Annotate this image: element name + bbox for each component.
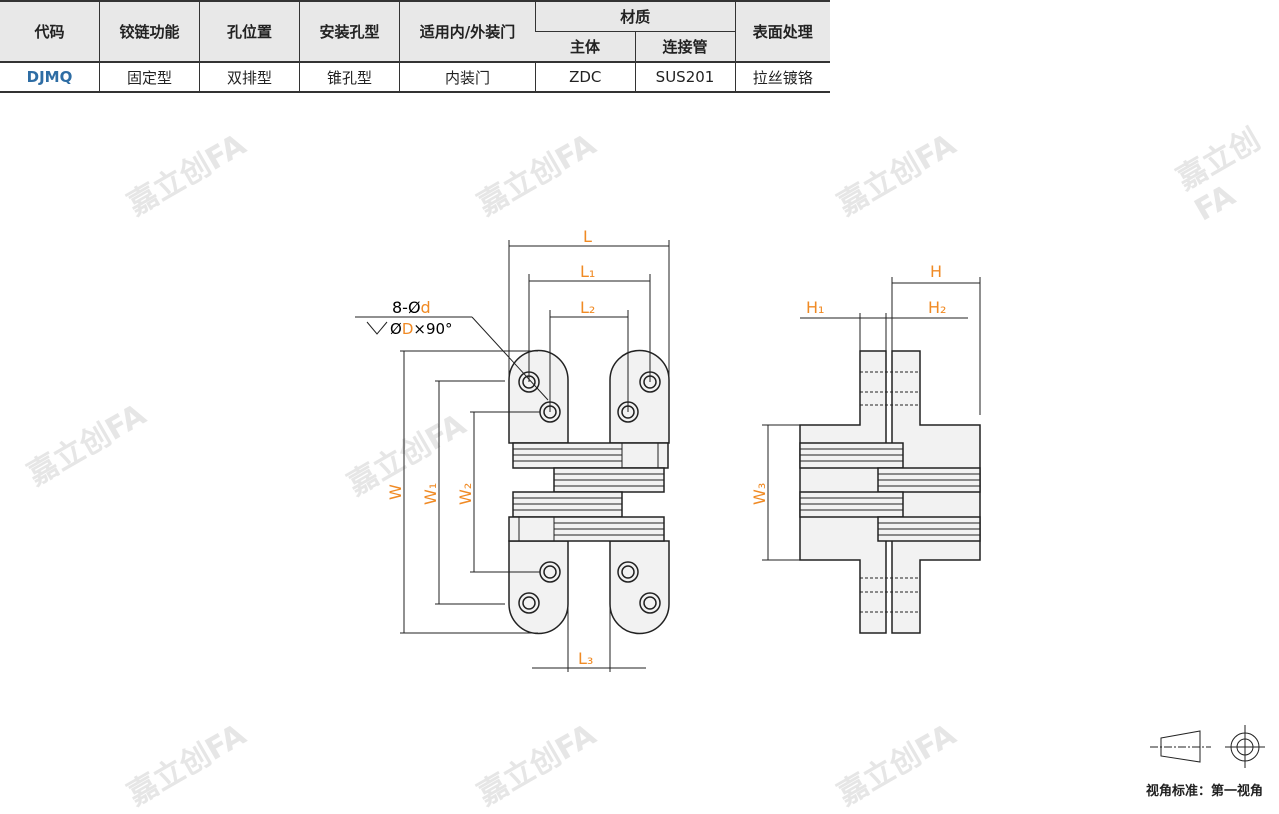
- label-L1: L₁: [580, 262, 595, 281]
- cell-tube: SUS201: [634, 61, 735, 93]
- table-row: DJMQ 固定型 双排型 锥孔型 内装门 ZDC SUS201 拉丝镀铬: [0, 61, 830, 93]
- header-body: 主体: [535, 31, 635, 62]
- header-surface: 表面处理: [734, 0, 830, 62]
- label-W2: W₂: [456, 483, 475, 505]
- cell-door-type: 内装门: [399, 61, 536, 93]
- front-view: [508, 349, 670, 635]
- cell-hole-type: 锥孔型: [299, 61, 400, 93]
- cell-body: ZDC: [535, 61, 635, 93]
- svg-text:8-Ød: 8-Ød: [392, 298, 431, 317]
- header-hole-type: 安装孔型: [299, 0, 400, 62]
- label-H: H: [930, 262, 942, 281]
- label-csk-suffix: ×90°: [413, 320, 452, 338]
- header-hole-position: 孔位置: [199, 0, 300, 62]
- cell-code: DJMQ: [0, 61, 100, 93]
- label-csk-D: D: [402, 320, 414, 338]
- header-code: 代码: [0, 0, 100, 62]
- first-angle-projection-icon: [1150, 725, 1265, 768]
- header-door-type: 适用内/外装门: [399, 0, 536, 62]
- label-H2: H₂: [928, 298, 946, 317]
- spec-table: 代码 铰链功能 孔位置 安装孔型 适用内/外装门 材质 表面处理 主体 连接管 …: [0, 0, 830, 93]
- label-hole-d: d: [421, 298, 431, 317]
- cell-function: 固定型: [99, 61, 200, 93]
- label-L: L: [583, 227, 592, 246]
- label-hole-count: 8-Ø: [392, 298, 421, 317]
- label-L2: L₂: [580, 298, 595, 317]
- label-H1: H₁: [806, 298, 824, 317]
- label-W1: W₁: [421, 483, 440, 505]
- header-tube: 连接管: [634, 31, 735, 62]
- front-labels: L L₁ L₂ L₃ W W₁ W₂ 8-Ød ØD×90°: [386, 227, 595, 668]
- cell-surface: 拉丝镀铬: [734, 61, 830, 93]
- dimension-lines: [355, 240, 670, 672]
- header-function: 铰链功能: [99, 0, 200, 62]
- svg-text:ØD×90°: ØD×90°: [390, 320, 453, 338]
- label-W: W: [386, 484, 405, 500]
- header-material: 材质: [535, 0, 735, 32]
- side-view: [799, 350, 981, 634]
- label-L3: L₃: [578, 649, 593, 668]
- side-labels: H H₁ H₂ W₃: [750, 262, 946, 505]
- side-dimension-lines: [762, 277, 981, 561]
- label-csk-prefix: Ø: [390, 320, 402, 338]
- cell-hole-position: 双排型: [199, 61, 300, 93]
- label-W3: W₃: [750, 483, 769, 505]
- projection-label: 视角标准：第一视角: [1146, 784, 1264, 799]
